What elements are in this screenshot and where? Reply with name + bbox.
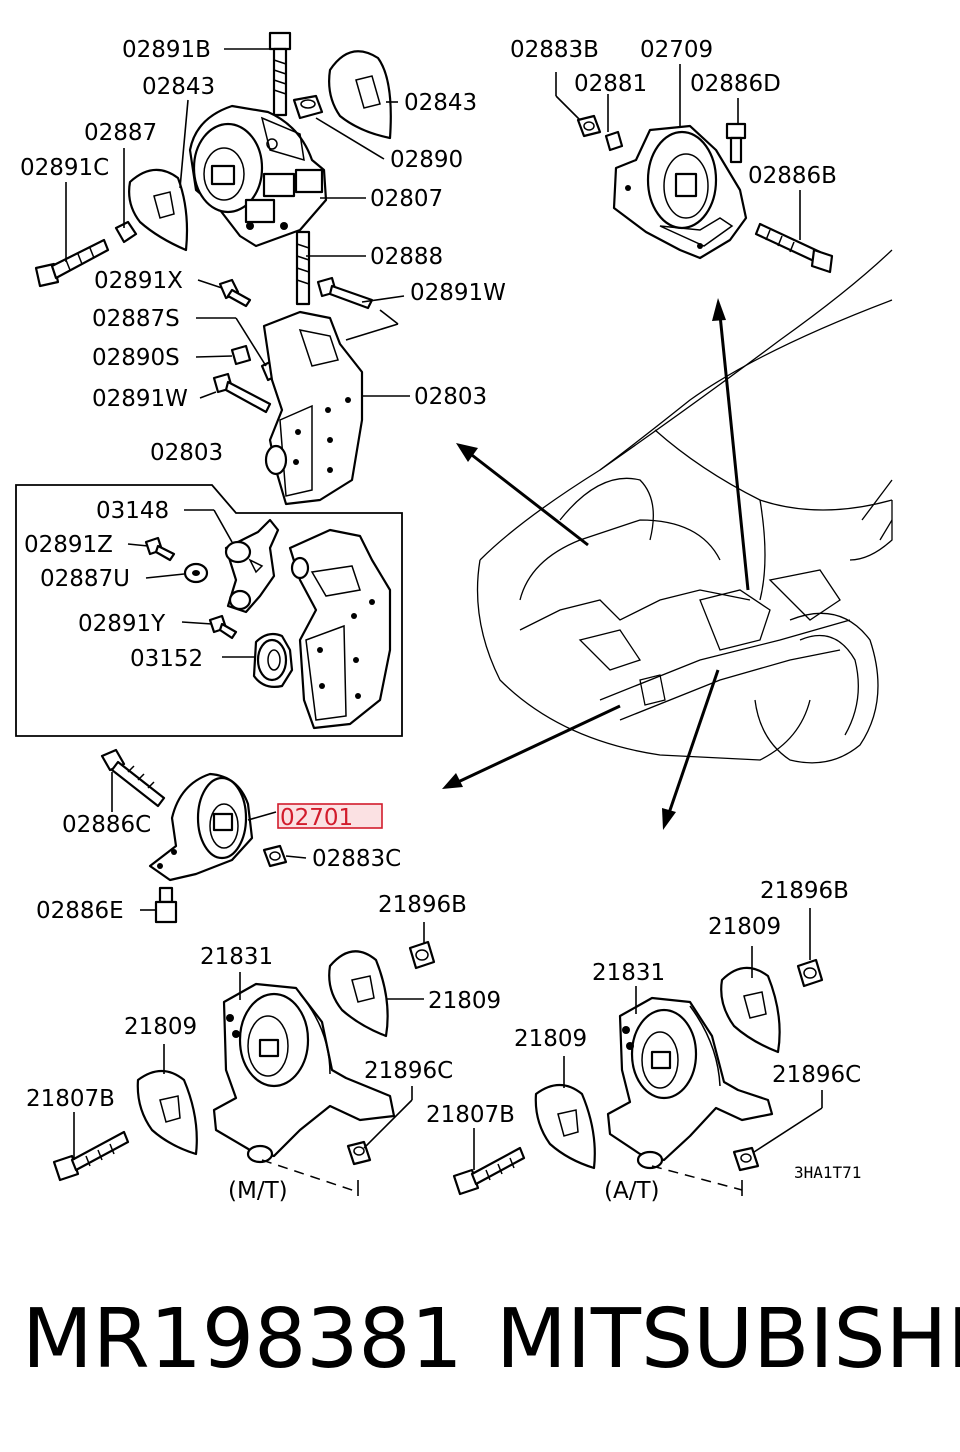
label-02886d: 02886D <box>690 71 781 97</box>
label-02891y: 02891Y <box>78 611 166 637</box>
bolt-02891x <box>218 278 252 308</box>
label-21831-right: 21831 <box>592 960 665 986</box>
car-body-outline <box>476 249 893 764</box>
nut-02887 <box>114 220 138 244</box>
label-02886b: 02886B <box>748 163 837 189</box>
nut-02883c <box>262 844 288 868</box>
label-02886c: 02886C <box>62 812 151 838</box>
label-21809-lower-right: 21809 <box>514 1026 587 1052</box>
upper-mount-assembly <box>34 31 392 506</box>
label-02887: 02887 <box>84 120 157 146</box>
nut-02883b <box>576 114 602 138</box>
label-02891w-upper: 02891W <box>410 280 506 306</box>
bolt-02886c <box>100 748 166 808</box>
bracket-02803-inner <box>288 528 392 730</box>
washer-02887u <box>183 562 209 584</box>
washer-02843-right <box>328 50 392 140</box>
label-02891b: 02891B <box>122 37 211 63</box>
label-21807b-left: 21807B <box>26 1086 115 1112</box>
nut-21896b-left <box>408 940 436 970</box>
bolt-02886e <box>154 886 178 924</box>
label-21896c-right: 21896C <box>772 1062 861 1088</box>
label-02887u: 02887U <box>40 566 130 592</box>
bolt-02891w-upper <box>316 276 374 310</box>
bolt-21807b-left <box>52 1130 130 1182</box>
label-21809-upper-right: 21809 <box>708 914 781 940</box>
nut-21896b-right <box>796 958 824 988</box>
bolt-02891y <box>208 614 238 640</box>
washer-21809-lower-right <box>534 1083 596 1170</box>
label-02890s: 02890S <box>92 345 180 371</box>
label-at: (A/T) <box>604 1178 659 1204</box>
footer: MR198381 MITSUBISHI <box>0 1290 960 1400</box>
label-mt: (M/T) <box>228 1178 288 1204</box>
washer-21809-lower-left <box>136 1069 198 1156</box>
bolt-02886b <box>754 222 834 274</box>
label-21809-lower-left: 21809 <box>124 1014 197 1040</box>
label-02891x: 02891X <box>94 268 183 294</box>
lower-mount-assembly <box>100 748 288 924</box>
bolt-21807b-right <box>452 1146 526 1196</box>
washer-21809-upper-right <box>720 966 781 1054</box>
bracket-02803 <box>262 310 364 506</box>
highlight-box-02701 <box>277 803 383 829</box>
diagram-code: 3HA1T71 <box>794 1163 861 1182</box>
label-21807b-right: 21807B <box>426 1102 515 1128</box>
bolt-02891c <box>34 238 110 288</box>
label-02887s: 02887S <box>92 306 180 332</box>
nut-02881 <box>604 130 624 152</box>
mount-21831-mt <box>212 982 396 1164</box>
direction-arrows <box>442 298 750 830</box>
brand-name: MITSUBISHI <box>496 1292 960 1387</box>
label-03152: 03152 <box>130 646 203 672</box>
label-02881: 02881 <box>574 71 647 97</box>
right-mount-assembly <box>576 114 834 274</box>
mount-02807 <box>188 104 328 248</box>
bolt-02891w-lower <box>212 372 272 414</box>
label-02709: 02709 <box>640 37 713 63</box>
washer-21809-upper-left <box>328 950 389 1038</box>
nut-02890 <box>292 94 324 120</box>
stud-02888 <box>295 230 311 306</box>
label-02803-main: 02803 <box>414 384 487 410</box>
nut-02890s <box>230 344 252 366</box>
washer-02843-left <box>128 168 189 252</box>
bolt-02891z <box>144 536 176 562</box>
nut-21896c-right <box>732 1146 760 1172</box>
label-03148: 03148 <box>96 498 169 524</box>
label-02891c: 02891C <box>20 155 109 181</box>
label-21896b-right: 21896B <box>760 878 849 904</box>
label-21809-upper-left: 21809 <box>428 988 501 1014</box>
label-21896b-left: 21896B <box>378 892 467 918</box>
at-mount-assembly <box>452 958 824 1196</box>
label-21896c-left: 21896C <box>364 1058 453 1084</box>
label-02843-right: 02843 <box>404 90 477 116</box>
mount-02709 <box>612 124 748 260</box>
leader-lines <box>65 48 823 1170</box>
bolt-02891b <box>268 31 292 117</box>
part-number: MR198381 <box>22 1292 463 1387</box>
bracket-03148 <box>224 518 280 614</box>
label-21831-left: 21831 <box>200 944 273 970</box>
label-02891w-lower: 02891W <box>92 386 188 412</box>
label-02701: 02701 <box>280 805 353 831</box>
mount-21831-at <box>606 996 774 1170</box>
label-02886e: 02886E <box>36 898 124 924</box>
label-02807: 02807 <box>370 186 443 212</box>
label-02803-box: 02803 <box>150 440 223 466</box>
label-02890: 02890 <box>390 147 463 173</box>
label-02883c: 02883C <box>312 846 401 872</box>
mount-02701 <box>148 772 254 882</box>
bolt-02886d <box>725 122 747 164</box>
label-02888: 02888 <box>370 244 443 270</box>
bushing-03152 <box>252 632 294 688</box>
part-labels: 02891B 02843 02843 02887 02890 02891C 02… <box>20 37 861 1204</box>
bracket-detail-box <box>15 484 403 737</box>
label-02843-top: 02843 <box>142 74 215 100</box>
label-02883b: 02883B <box>510 37 599 63</box>
label-02891z: 02891Z <box>24 532 113 558</box>
